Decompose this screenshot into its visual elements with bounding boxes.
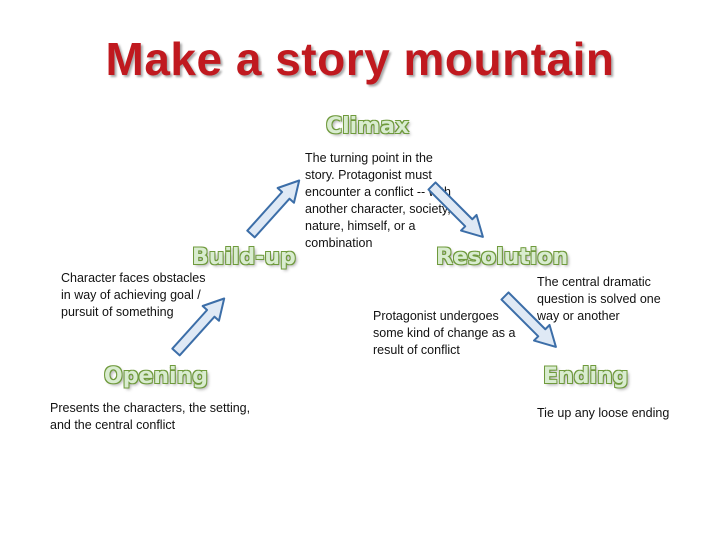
arrow-resolution-to-ending bbox=[496, 287, 565, 356]
stage-climax-label: Climax bbox=[326, 114, 410, 139]
arrow-climax-to-resolution bbox=[423, 177, 492, 246]
resolution-change-description: Protagonist undergoes some kind of chang… bbox=[373, 309, 516, 357]
opening-description: Presents the characters, the setting, an… bbox=[50, 401, 251, 432]
stage-opening-label: Opening bbox=[104, 364, 208, 389]
arrow-opening-to-buildup bbox=[166, 290, 234, 361]
arrow-buildup-to-climax bbox=[241, 172, 309, 243]
ending-description: Tie up any loose ending bbox=[537, 406, 670, 420]
climax-description: The turning point in the story. Protagon… bbox=[305, 151, 451, 250]
stage-ending-label: Ending bbox=[543, 364, 629, 389]
stage-resolution-label: Resolution bbox=[436, 245, 569, 270]
page-title: Make a story mountain bbox=[105, 33, 615, 85]
buildup-description: Character faces obstacles in way of achi… bbox=[61, 271, 206, 319]
stage-buildup-label: Build-up bbox=[192, 245, 296, 270]
resolution-description: The central dramatic question is solved … bbox=[537, 275, 661, 323]
